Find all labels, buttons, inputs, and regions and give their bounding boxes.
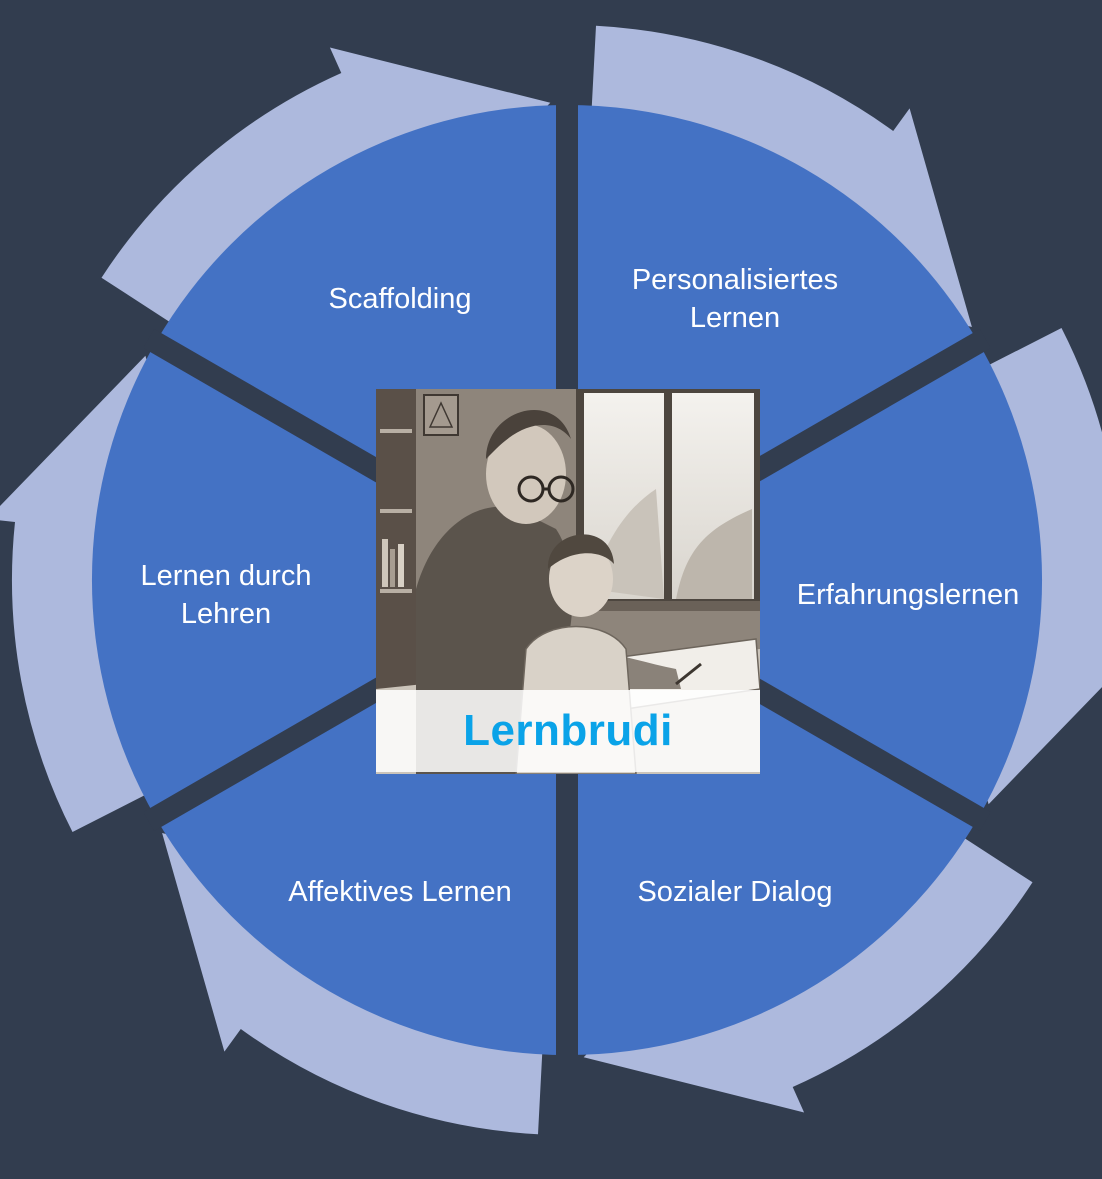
segment-label-line: Erfahrungslernen bbox=[797, 579, 1019, 611]
logo-title: Lernbrudi bbox=[463, 706, 673, 755]
segment-label-sozialer-dialog: Sozialer Dialog bbox=[637, 876, 832, 908]
segment-label-line: Lehren bbox=[181, 598, 271, 630]
segment-erfahrungslernen bbox=[567, 342, 1043, 818]
segment-label-line: Lernen durch bbox=[141, 560, 312, 592]
segment-label-affektives-lernen: Affektives Lernen bbox=[288, 876, 512, 908]
segment-label-line: Sozialer Dialog bbox=[637, 876, 832, 908]
segment-label-line: Scaffolding bbox=[329, 283, 472, 315]
segment-label-line: Lernen bbox=[690, 302, 780, 334]
segment-label-scaffolding: Scaffolding bbox=[329, 283, 472, 315]
segment-label-line: Affektives Lernen bbox=[288, 876, 512, 908]
logo-band: Lernbrudi bbox=[376, 690, 760, 772]
segment-label-line: Personalisiertes bbox=[632, 264, 838, 296]
segment-lernen-durch-lehren bbox=[91, 342, 567, 818]
segment-label-erfahrungslernen: Erfahrungslernen bbox=[797, 579, 1019, 611]
center-image-card: Lernbrudi bbox=[376, 389, 760, 774]
